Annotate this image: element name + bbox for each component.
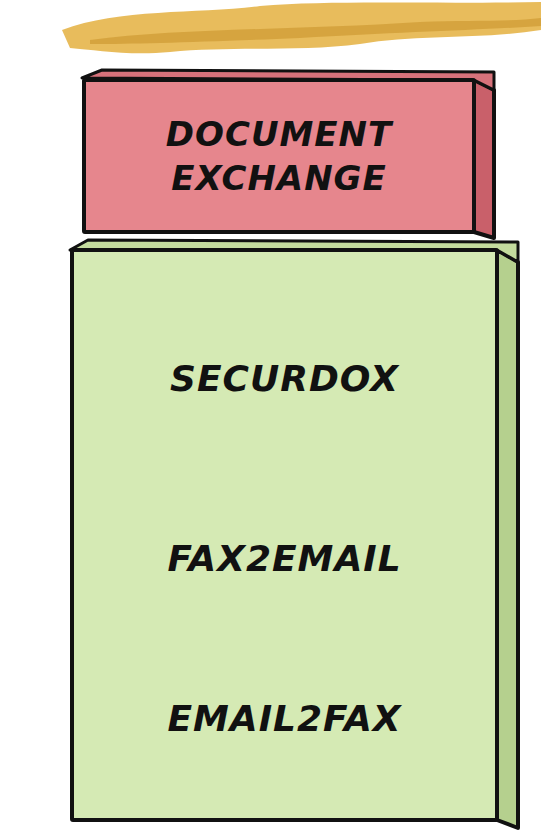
- box-label: FAX2EMAIL: [85, 536, 485, 583]
- box-side: [474, 80, 494, 238]
- box-label: EMAIL2FAX: [85, 696, 485, 743]
- brush-stroke: [90, 18, 541, 44]
- product-box: SECURDOX FAX2EMAIL EMAIL2FAX: [70, 248, 499, 822]
- box-side: [497, 250, 518, 828]
- box-label: DOCUMENT EXCHANGE: [139, 112, 419, 200]
- category-box: DOCUMENT EXCHANGE: [82, 78, 476, 234]
- box-label: SECURDOX: [85, 356, 485, 403]
- brush-stroke: [62, 2, 541, 53]
